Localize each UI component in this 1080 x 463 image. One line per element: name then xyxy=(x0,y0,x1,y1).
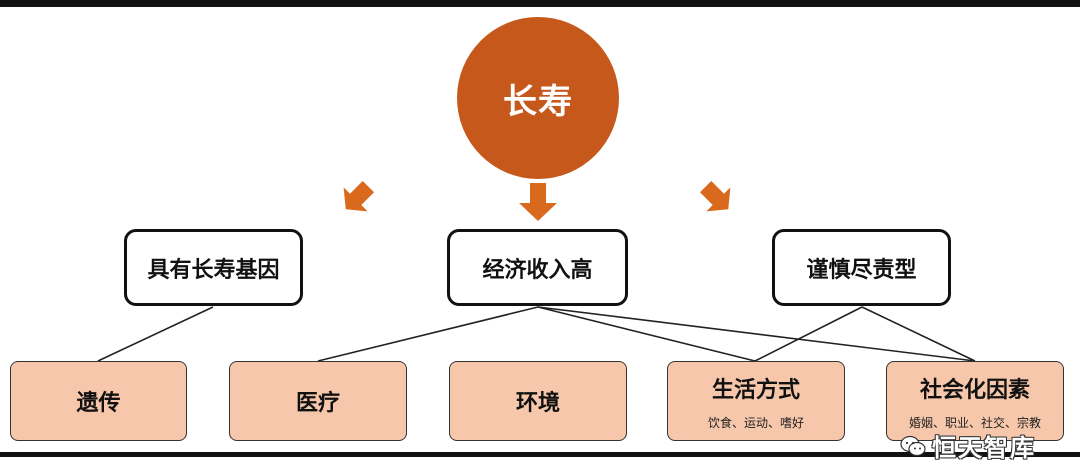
bottom-border xyxy=(0,452,1080,457)
link-conscientious-lifestyle xyxy=(754,306,863,362)
factor-label: 社会化因素 xyxy=(919,377,1030,403)
category-label: 具有长寿基因 xyxy=(147,257,280,283)
watermark: 恒天智库 xyxy=(900,428,1036,463)
arrow-down-right-icon xyxy=(699,180,731,212)
factor-lifestyle: 生活方式 饮食、运动、嗜好 xyxy=(667,361,845,441)
watermark-text: 恒天智库 xyxy=(932,434,1036,462)
link-income-medical xyxy=(317,306,539,362)
top-border xyxy=(0,0,1080,7)
wechat-icon xyxy=(900,435,926,456)
factor-detail: 婚姻、职业、社交、宗教 xyxy=(908,415,1041,430)
factor-social: 社会化因素 婚姻、职业、社交、宗教 xyxy=(886,361,1064,441)
link-conscientious-social xyxy=(861,306,976,362)
link-income-lifestyle xyxy=(537,306,756,362)
arrow-down-icon xyxy=(519,183,557,221)
factor-label: 遗传 xyxy=(76,391,121,416)
category-conscientious: 谨慎尽责型 xyxy=(772,229,951,306)
factor-label: 环境 xyxy=(515,391,560,416)
factor-environment: 环境 xyxy=(449,361,627,441)
category-longevity-genes: 具有长寿基因 xyxy=(124,229,303,306)
category-label: 谨慎尽责型 xyxy=(806,257,917,283)
factor-detail: 饮食、运动、嗜好 xyxy=(707,415,804,430)
center-node-longevity: 长寿 xyxy=(457,17,619,179)
arrow-down-left-icon xyxy=(343,180,375,212)
factor-label: 生活方式 xyxy=(711,377,800,403)
factor-label: 医疗 xyxy=(295,391,340,416)
category-high-income: 经济收入高 xyxy=(447,229,628,306)
factor-medical: 医疗 xyxy=(229,361,407,441)
category-label: 经济收入高 xyxy=(482,257,593,283)
center-label: 长寿 xyxy=(503,81,573,122)
link-income-social xyxy=(537,306,976,362)
factor-heredity: 遗传 xyxy=(10,361,187,441)
link-gene-heredity xyxy=(97,306,214,362)
